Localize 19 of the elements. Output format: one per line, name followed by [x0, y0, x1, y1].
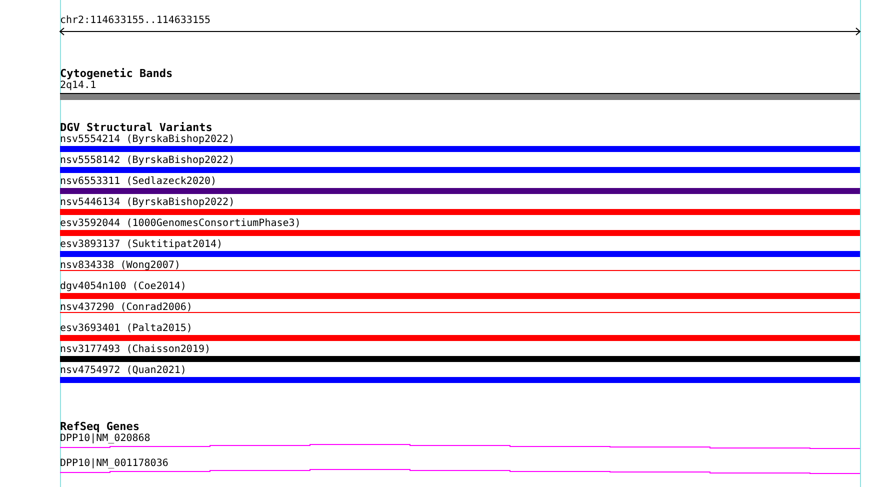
variant-label: nsv3177493 (Chaisson2019): [60, 344, 211, 356]
variant-label: dgv4054n100 (Coe2014): [60, 281, 186, 293]
variant-label: nsv5554214 (ByrskaBishop2022): [60, 134, 235, 146]
variant-label: nsv5446134 (ByrskaBishop2022): [60, 197, 235, 209]
variant-label: esv3592044 (1000GenomesConsortiumPhase3): [60, 218, 301, 230]
band-label: 2q14.1: [60, 80, 96, 92]
variant-label: nsv834338 (Wong2007): [60, 260, 180, 272]
gene-label: DPP10|NM_001178036: [60, 458, 168, 470]
track-heading: DGV Structural Variants: [60, 122, 212, 134]
variant-label: nsv5558142 (ByrskaBishop2022): [60, 155, 235, 167]
track-heading: Cytogenetic Bands: [60, 68, 173, 80]
variant-label: esv3893137 (Suktitipat2014): [60, 239, 223, 251]
coordinate-label: chr2:114633155..114633155: [60, 15, 211, 27]
variant-label: nsv437290 (Conrad2006): [60, 302, 192, 314]
gene-label: DPP10|NM_020868: [60, 433, 150, 445]
track-heading: RefSeq Genes: [60, 421, 140, 433]
variant-label: nsv4754972 (Quan2021): [60, 365, 186, 377]
variant-label: esv3693401 (Palta2015): [60, 323, 192, 335]
variant-label: nsv6553311 (Sedlazeck2020): [60, 176, 217, 188]
